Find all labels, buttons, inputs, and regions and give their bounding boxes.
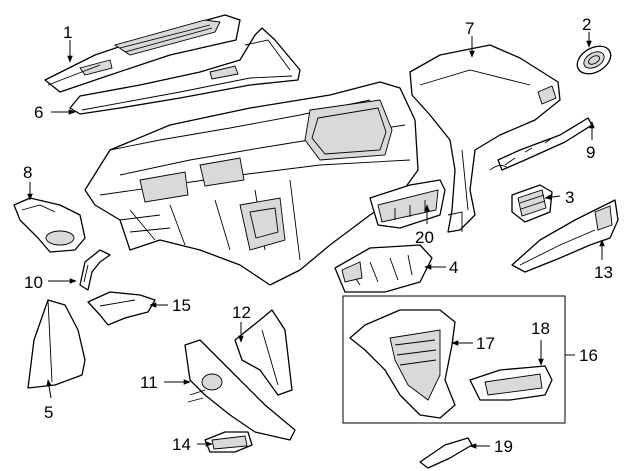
part-7-glove-box-door [409,44,561,233]
part-18-bezel-insert [469,365,553,401]
part-20-switch-panel [369,179,446,229]
part-3-vent [511,184,553,223]
callout-labels: 1 2 3 4 5 6 7 8 9 10 11 12 13 14 15 16 1… [23,15,613,456]
callout-7: 7 [465,19,474,38]
part-11-knee-panel [184,339,296,441]
callout-14: 14 [172,435,191,454]
callout-15: 15 [172,296,191,315]
leader-lines [27,32,605,449]
part-13-right-trim [511,199,619,273]
part-8-left-bracket [13,197,86,253]
part-2-knob [576,45,612,75]
callout-6: 6 [34,103,43,122]
part-4-bracket [334,244,433,293]
part-10-small-bracket [79,249,111,291]
part-19-trim-strip [419,437,473,469]
callout-16: 16 [579,346,598,365]
part-17-console-bezel [349,309,456,419]
callout-17: 17 [476,334,495,353]
instrument-panel-frame [84,81,419,286]
callout-20: 20 [415,228,434,247]
callout-4: 4 [449,258,458,277]
part-5-end-cap [27,299,86,389]
callout-3: 3 [565,188,574,207]
callout-8: 8 [23,163,32,182]
callout-1: 1 [63,23,72,42]
part-6-lower-trim [69,27,301,115]
callout-9: 9 [586,143,595,162]
callout-19: 19 [494,437,513,456]
callout-11: 11 [140,373,158,392]
callout-5: 5 [44,403,53,422]
callout-13: 13 [594,263,613,282]
part-15-trim-piece [87,291,156,326]
part-1-dash-pad [44,14,241,93]
callout-18: 18 [531,319,550,338]
part-12-knee-bolster [234,309,293,396]
part-14-small-panel [204,431,253,453]
callout-10: 10 [24,273,43,292]
console-assembly-box [342,295,566,424]
callout-12: 12 [232,303,251,322]
callout-2: 2 [582,15,591,34]
